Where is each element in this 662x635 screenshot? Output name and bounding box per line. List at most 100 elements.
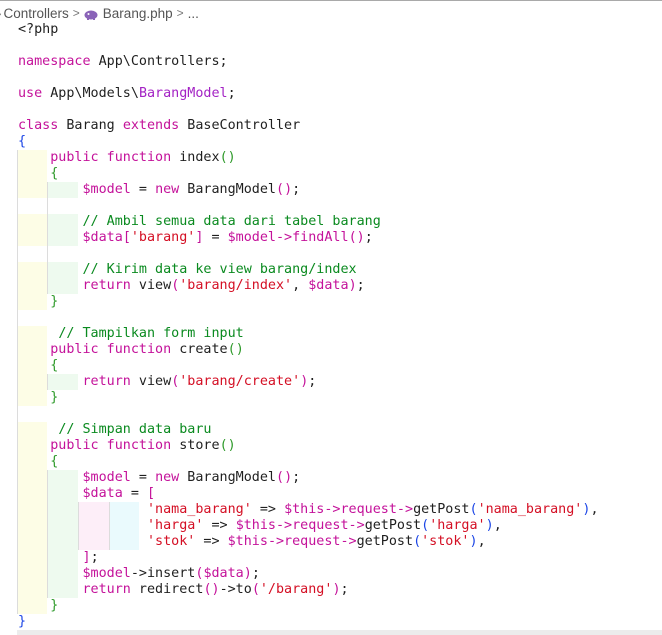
code-line: $data['barang'] = $model->findAll(); xyxy=(0,230,662,246)
code-line: namespace App\Controllers; xyxy=(0,54,662,70)
variable: $data xyxy=(308,278,349,293)
bracket: } xyxy=(18,614,27,629)
bracket: ) xyxy=(284,182,293,197)
function-call: redirect xyxy=(130,582,204,597)
keyword: new xyxy=(155,182,180,197)
class-ref: BarangModel xyxy=(179,470,276,485)
punct: , xyxy=(477,534,486,549)
string: 'barang/create' xyxy=(179,374,301,389)
code-line: 'harga' => $this->request->getPost('harg… xyxy=(0,518,662,534)
operator: = xyxy=(130,470,156,485)
method-call: getPost xyxy=(413,502,470,517)
function-name: store xyxy=(171,438,220,453)
keyword: public function xyxy=(50,438,172,453)
punct: ; xyxy=(364,230,373,245)
code-line xyxy=(0,102,662,118)
bracket: } xyxy=(50,390,59,405)
bracket: { xyxy=(50,166,59,181)
code-editor[interactable]: <?php namespace App\Controllers; use App… xyxy=(0,22,662,630)
bracket: ( xyxy=(171,374,180,389)
punct: ; xyxy=(292,182,301,197)
code-line: $model = new BarangModel(); xyxy=(0,470,662,486)
php-open-tag: <?php xyxy=(18,22,59,37)
variable: $this xyxy=(227,534,268,549)
bracket: ) xyxy=(227,438,236,453)
code-line: // Kirim data ke view barang/index xyxy=(0,262,662,278)
code-line: // Tampilkan form input xyxy=(0,326,662,342)
punct: ; xyxy=(227,86,236,101)
function-call: view xyxy=(130,278,172,293)
breadcrumb-item-more[interactable]: ... xyxy=(187,5,199,21)
bracket: ( xyxy=(227,342,236,357)
class-ref: BaseController xyxy=(179,118,301,133)
class-ref: BarangModel xyxy=(179,182,276,197)
bracket: ) xyxy=(332,582,341,597)
operator: = xyxy=(122,486,147,501)
bracket: ] xyxy=(195,230,204,245)
code-line: $model = new BarangModel(); xyxy=(0,182,662,198)
method-call: ->insert xyxy=(130,566,196,581)
bracket: ( xyxy=(276,182,285,197)
code-line xyxy=(0,406,662,422)
code-line: } xyxy=(0,294,662,310)
variable: $this xyxy=(284,502,325,517)
function-name: index xyxy=(171,150,220,165)
code-line: public function create() xyxy=(0,342,662,358)
horizontal-scrollbar[interactable] xyxy=(17,630,662,635)
operator: = xyxy=(130,182,156,197)
code-line: public function index() xyxy=(0,150,662,166)
bracket: ) xyxy=(300,374,309,389)
breadcrumb-item-file[interactable]: Barang.php xyxy=(102,5,173,21)
code-line: } xyxy=(0,614,662,630)
code-line: return view('barang/index', $data); xyxy=(0,278,662,294)
keyword: extends xyxy=(122,118,180,133)
code-line: } xyxy=(0,598,662,614)
code-line: { xyxy=(0,358,662,374)
top-border xyxy=(0,0,662,1)
variable: $model xyxy=(82,470,131,485)
bracket: ( xyxy=(171,278,180,293)
bracket: ) xyxy=(582,502,591,517)
comment: // Ambil semua data dari tabel barang xyxy=(82,214,381,229)
keyword: new xyxy=(155,470,180,485)
code-line xyxy=(0,246,662,262)
breadcrumb-separator-icon: > xyxy=(72,6,80,20)
bracket: { xyxy=(50,358,59,373)
code-line: // Ambil semua data dari tabel barang xyxy=(0,214,662,230)
code-line: return view('barang/create'); xyxy=(0,374,662,390)
keyword: public function xyxy=(50,342,172,357)
breadcrumb: › Controllers > Barang.php > ... xyxy=(0,4,199,22)
code-line: use App\Models\BarangModel; xyxy=(0,86,662,102)
function-name: create xyxy=(171,342,228,357)
bracket: ) xyxy=(485,518,494,533)
class-name: Barang xyxy=(58,118,123,133)
code-line: { xyxy=(0,454,662,470)
keyword: namespace xyxy=(18,54,91,69)
bracket: ( xyxy=(203,582,212,597)
variable: $data xyxy=(203,566,244,581)
breadcrumb-separator-icon: > xyxy=(176,6,184,20)
keyword: return xyxy=(82,278,131,293)
method-call: getPost xyxy=(364,518,422,533)
bracket: ( xyxy=(413,534,422,549)
punct: , xyxy=(590,502,599,517)
code-line: class Barang extends BaseController xyxy=(0,118,662,134)
code-line: $data = [ xyxy=(0,486,662,502)
code-line: { xyxy=(0,166,662,182)
comment: // Simpan data baru xyxy=(58,422,212,437)
bracket: ] xyxy=(82,550,91,565)
bracket: ) xyxy=(211,582,220,597)
punct: , xyxy=(493,518,502,533)
breadcrumb-item-controllers[interactable]: Controllers xyxy=(3,5,69,21)
keyword: return xyxy=(82,582,131,597)
code-line: $model->insert($data); xyxy=(0,566,662,582)
bracket: { xyxy=(18,134,27,149)
code-line: ]; xyxy=(0,550,662,566)
bracket: ) xyxy=(284,470,293,485)
keyword: public function xyxy=(50,150,172,165)
string: 'nama_barang' xyxy=(477,502,583,517)
operator: = xyxy=(203,230,228,245)
bracket: { xyxy=(50,454,59,469)
punct: ; xyxy=(356,278,365,293)
namespace-name: App\Controllers; xyxy=(90,54,228,69)
